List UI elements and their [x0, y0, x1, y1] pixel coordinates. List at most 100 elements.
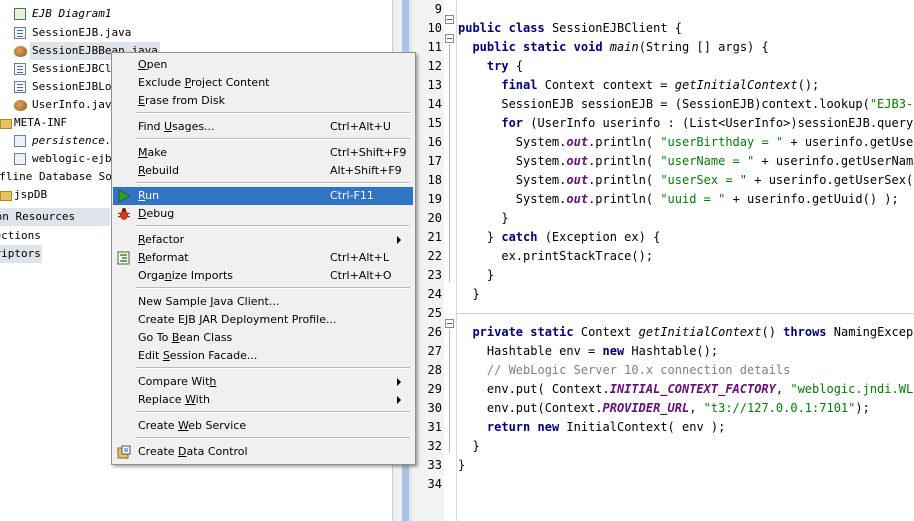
code-line[interactable]: System.out.println( "uuid = " + userinfo… — [458, 192, 899, 206]
tree-item-offline-database-sources[interactable]: Offline Database Sources — [0, 170, 145, 183]
menu-item-replace-with[interactable]: Replace With — [113, 391, 413, 409]
code-line[interactable]: System.out.println( "userBirthday = " + … — [458, 135, 914, 149]
code-line[interactable]: System.out.println( "userName = " + user… — [458, 154, 914, 168]
submenu-arrow-icon — [397, 396, 401, 404]
tree-item-meta-inf[interactable]: META-INF — [0, 114, 392, 132]
fold-toggle-class[interactable] — [445, 15, 454, 24]
diagram-icon — [14, 8, 26, 20]
code-line[interactable]: env.put( Context.INITIAL_CONTEXT_FACTORY… — [458, 382, 914, 396]
menu-separator — [136, 367, 410, 369]
reformat-icon — [117, 251, 130, 265]
submenu-arrow-icon — [397, 236, 401, 244]
line-number: 26 — [427, 325, 442, 339]
tree-item-ejb-diagram[interactable]: EJB Diagram1 — [0, 5, 392, 23]
fold-toggle-getinitialcontext[interactable] — [445, 319, 454, 328]
code-line[interactable]: for (UserInfo userinfo : (List<UserInfo>… — [501, 116, 914, 130]
line-number: 10 — [427, 21, 442, 35]
menu-item-go-to-bean-class[interactable]: Go To Bean Class — [138, 331, 233, 344]
gutter-divider — [456, 0, 457, 521]
code-line[interactable]: try { — [486, 59, 524, 73]
code-line[interactable]: public static void main(String [] args) … — [472, 40, 769, 54]
tree-item-persistence-xml[interactable]: persistence.xml — [0, 132, 392, 150]
line-number: 28 — [427, 363, 442, 377]
context-menu: Open Exclude Project Content Erase from … — [111, 52, 416, 465]
line-number: 18 — [427, 173, 442, 187]
code-line[interactable]: public class SessionEJBClient { — [458, 21, 682, 35]
code-line[interactable]: System.out.println( "userSex = " + useri… — [458, 173, 914, 187]
menu-separator — [136, 225, 410, 227]
folder-icon — [0, 119, 12, 129]
menu-separator — [136, 182, 410, 184]
menu-item-compare-with[interactable]: Compare With — [113, 373, 413, 391]
line-number: 19 — [427, 192, 442, 206]
menu-item-create-web-service[interactable]: Create Web Service — [138, 419, 247, 432]
line-number: 34 — [427, 477, 442, 491]
folder-icon — [0, 191, 12, 201]
code-line[interactable]: } — [458, 287, 480, 301]
java-file-icon — [14, 81, 26, 93]
tree-item-sessionejb[interactable]: SessionEJB.java — [0, 24, 392, 42]
menu-item-exclude-project-content[interactable]: Exclude Project Content — [138, 76, 270, 89]
tree-item-userinfo[interactable]: UserInfo.java — [0, 96, 392, 114]
line-number: 31 — [427, 420, 442, 434]
menu-item-refactor[interactable]: Refactor — [113, 231, 413, 249]
code-line[interactable]: } — [458, 211, 509, 225]
menu-item-debug[interactable]: Debug — [113, 205, 413, 223]
submenu-arrow-icon — [397, 378, 401, 386]
code-line[interactable]: } — [458, 268, 495, 282]
line-number: 9 — [434, 2, 442, 16]
run-icon — [118, 189, 131, 203]
menu-item-edit-session-facade[interactable]: Edit Session Facade... — [138, 349, 258, 362]
line-number: 15 — [427, 116, 442, 130]
bean-icon — [14, 46, 27, 57]
bug-icon — [117, 208, 131, 220]
code-line[interactable]: ex.printStackTrace(); — [458, 249, 654, 263]
line-number-gutter — [412, 0, 444, 521]
code-line[interactable]: // WebLogic Server 10.x connection detai… — [458, 363, 791, 377]
menu-item-create-data-control[interactable]: Create Data Control — [113, 443, 413, 461]
line-number: 11 — [427, 40, 442, 54]
java-file-icon — [14, 27, 26, 39]
code-line[interactable]: } catch (Exception ex) { — [458, 230, 661, 244]
line-number: 24 — [427, 287, 442, 301]
bean-icon — [14, 100, 27, 111]
code-line[interactable]: final Context context = getInitialContex… — [501, 78, 820, 92]
line-number: 17 — [427, 154, 442, 168]
menu-item-new-sample-java-client[interactable]: New Sample Java Client... — [138, 295, 280, 308]
menu-item-find-usages[interactable]: Find Usages...Ctrl+Alt+U — [138, 120, 391, 133]
line-number: 13 — [427, 78, 442, 92]
code-line[interactable]: return new InitialContext( env ); — [486, 420, 726, 434]
xml-file-icon — [14, 135, 26, 147]
line-number: 20 — [427, 211, 442, 225]
tree-item-connections[interactable]: Connections — [0, 229, 41, 242]
line-number: 27 — [427, 344, 442, 358]
fold-gutter — [444, 0, 456, 521]
method-separator — [456, 313, 914, 314]
code-line[interactable]: private static Context getInitialContext… — [472, 325, 914, 339]
tree-item-application-resources[interactable]: Application Resources — [0, 208, 110, 226]
menu-item-erase-from-disk[interactable]: Erase from Disk — [138, 94, 225, 107]
menu-separator — [136, 138, 410, 140]
code-line[interactable]: } — [458, 458, 466, 472]
code-line[interactable]: } — [458, 439, 480, 453]
fold-toggle-main[interactable] — [445, 34, 454, 43]
menu-separator — [136, 112, 410, 114]
fold-guide — [449, 44, 450, 282]
tree-item-jspdb[interactable]: jspDB — [0, 186, 392, 204]
xml-file-icon — [14, 153, 26, 165]
line-number: 16 — [427, 135, 442, 149]
menu-item-create-ejb-jar-deployment-profile[interactable]: Create EJB JAR Deployment Profile... — [138, 313, 337, 326]
tree-item-descriptors[interactable]: Descriptors — [0, 245, 42, 263]
code-line[interactable]: Hashtable env = new Hashtable(); — [458, 344, 719, 358]
menu-separator — [136, 411, 410, 413]
code-line[interactable]: SessionEJB sessionEJB = (SessionEJB)cont… — [458, 97, 914, 111]
menu-item-open[interactable]: Open — [138, 58, 168, 71]
code-line[interactable]: env.put(Context.PROVIDER_URL, "t3://127.… — [458, 401, 870, 415]
line-number: 23 — [427, 268, 442, 282]
